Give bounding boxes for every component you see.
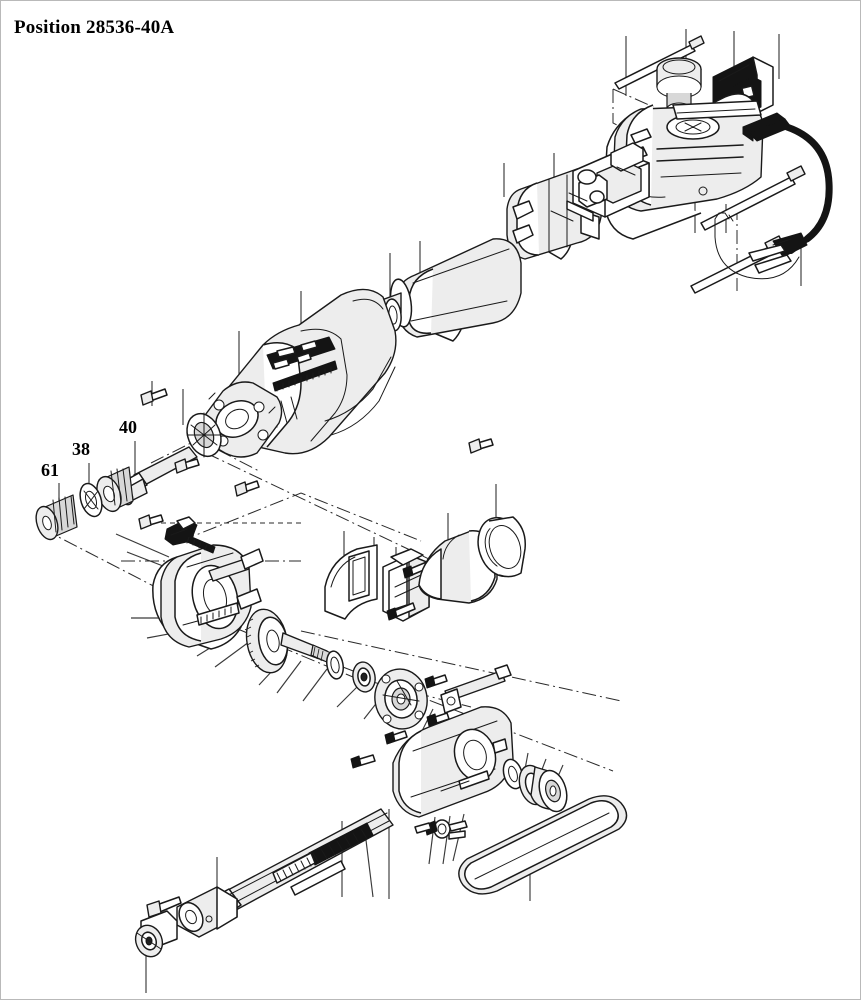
arm-bar xyxy=(210,808,394,918)
dust-collar-ring xyxy=(477,516,526,578)
callout-38: 38 xyxy=(72,439,90,459)
motor-assembly-group xyxy=(339,142,650,342)
long-screw-a xyxy=(614,35,705,90)
retaining-ring xyxy=(326,650,344,680)
screw-mid-right xyxy=(468,438,494,454)
driven-gear xyxy=(245,608,289,674)
idler-pulley xyxy=(134,910,178,958)
nameplate xyxy=(266,336,336,370)
motor-housing-body xyxy=(186,288,397,458)
cooling-fan-flange xyxy=(186,412,222,458)
pinion-gear-cluster xyxy=(96,466,134,513)
spindle-shaft xyxy=(280,632,332,664)
tension-rod xyxy=(440,664,512,714)
flange-bolts xyxy=(384,674,450,745)
screw-lower-left xyxy=(174,458,200,474)
arm-screw-top xyxy=(350,754,376,769)
screw-bottom xyxy=(234,480,260,497)
thrust-washer-38 xyxy=(79,482,103,518)
power-cord xyxy=(748,123,833,274)
bearing-flange xyxy=(374,668,428,730)
guard-plate xyxy=(324,544,378,620)
housing-fasteners xyxy=(140,388,494,497)
gear-spindle-assembly xyxy=(245,608,450,745)
pulley-nut-group xyxy=(414,819,468,840)
guard-and-dust-group xyxy=(324,516,526,622)
sanding-belt xyxy=(458,795,628,895)
long-screw-b xyxy=(700,165,806,231)
lever-spring xyxy=(184,534,216,554)
drive-pulley-set xyxy=(502,758,568,813)
spring-coil-small xyxy=(272,852,316,884)
lever-screw xyxy=(138,514,164,530)
page-title: Position 28536-40A xyxy=(14,17,175,38)
arm-end-pivot xyxy=(146,886,238,938)
callout-61: 61 xyxy=(41,460,59,480)
cord-retainer-wire xyxy=(714,212,800,280)
callout-40: 40 xyxy=(119,417,137,437)
belt-arm-assembly xyxy=(134,664,628,958)
screw-upper-left xyxy=(140,388,168,406)
vent-louvres xyxy=(270,360,338,428)
belt-guard-group xyxy=(138,514,264,650)
sanding-arm xyxy=(392,706,514,818)
spindle-bearing xyxy=(352,661,376,693)
drive-shaft-parts-group xyxy=(35,446,198,541)
clamp-bracket xyxy=(382,548,432,622)
brush-holder-assembly xyxy=(550,142,650,222)
drive-gear-61 xyxy=(35,494,78,541)
callout-labels: 61 38 40 xyxy=(41,417,137,480)
